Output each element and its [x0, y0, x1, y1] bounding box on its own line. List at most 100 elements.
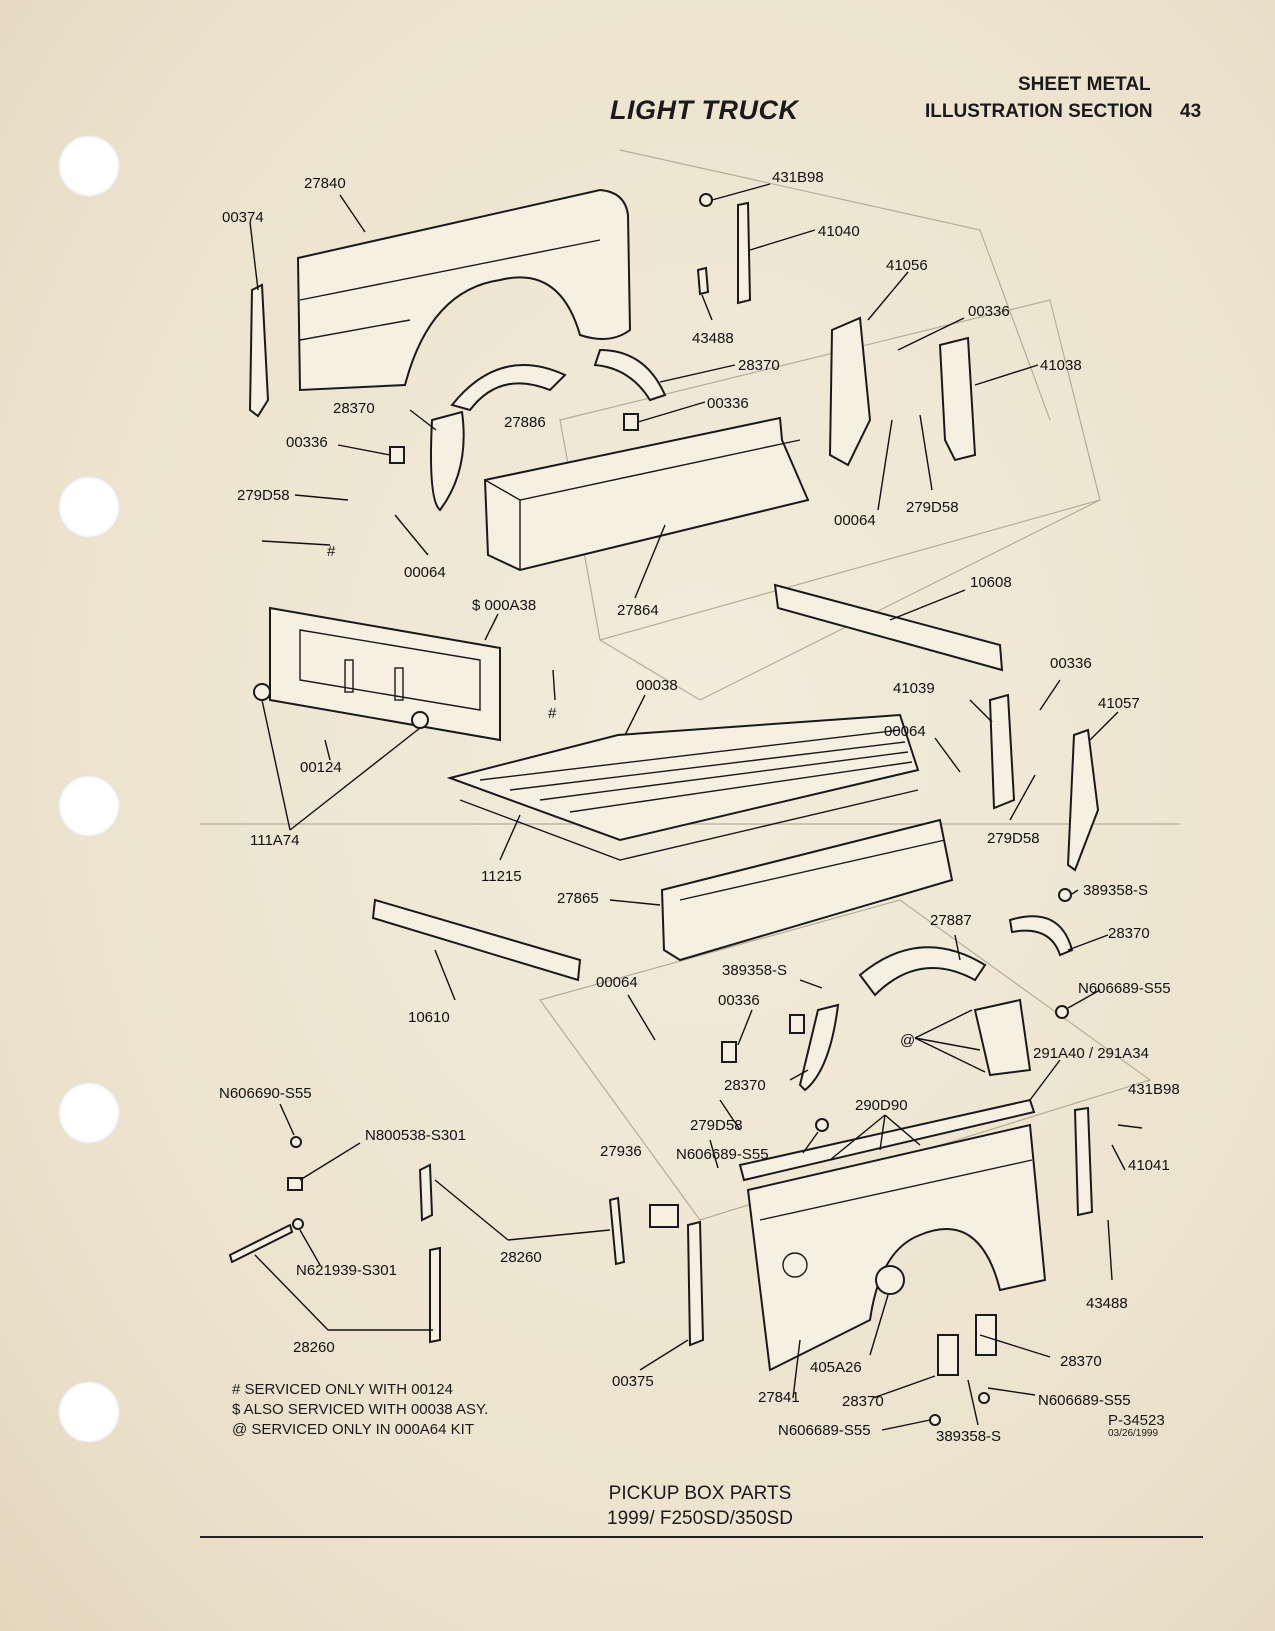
bracket-part — [623, 413, 639, 431]
callout-label: 41039 — [893, 680, 935, 697]
callout-label: N800538-S301 — [365, 1127, 466, 1144]
page-title: LIGHT TRUCK — [610, 95, 799, 125]
fastener-part — [1058, 888, 1072, 902]
callout-label: 28370 — [1108, 925, 1150, 942]
callout-label: N606689-S55 — [778, 1422, 871, 1439]
callout-label: 27886 — [504, 414, 546, 431]
callout-label: 41038 — [1040, 357, 1082, 374]
callout-label: 27840 — [304, 175, 346, 192]
callout-label: 290D90 — [855, 1097, 908, 1114]
callout-label: 27841 — [758, 1389, 800, 1406]
callout-label: @ — [900, 1032, 915, 1049]
front-stake-part — [828, 316, 872, 467]
callout-label: N606689-S55 — [1078, 980, 1171, 997]
callout-label: 28370 — [333, 400, 375, 417]
callout-label: N606689-S55 — [676, 1146, 769, 1163]
callout-label: 00336 — [718, 992, 760, 1009]
callout-label: 00038 — [636, 677, 678, 694]
page-number: 43 — [1180, 101, 1202, 122]
side-rail-part — [371, 898, 582, 982]
leader-lines — [249, 183, 1143, 1431]
callout-label: 279D58 — [237, 487, 290, 504]
bracket-part — [696, 266, 710, 296]
front-panel-part — [483, 416, 810, 572]
callout-labels: 27840 00374 431B98 41040 41056 00336 410… — [219, 169, 1180, 1445]
weatherstrip-part — [429, 1246, 441, 1344]
fastener-part — [875, 1265, 905, 1295]
callout-label: 279D58 — [690, 1117, 743, 1134]
callout-label: 27865 — [557, 890, 599, 907]
note-line: # SERVICED ONLY WITH 00124 — [232, 1381, 453, 1398]
callout-label: 00124 — [300, 759, 342, 776]
callout-label: 00064 — [884, 723, 926, 740]
callout-label: 00336 — [1050, 655, 1092, 672]
binder-hole — [58, 1082, 120, 1144]
right-inner-panel-part — [660, 818, 954, 962]
callout-label: 431B98 — [772, 169, 824, 186]
binder-hole — [58, 476, 120, 538]
callout-label: N606690-S55 — [219, 1085, 312, 1102]
callout-label: 389358-S — [1083, 882, 1148, 899]
callout-label: 28370 — [724, 1077, 766, 1094]
illustration-code: P-34523 — [1108, 1412, 1165, 1429]
weatherstrip-part — [228, 1223, 294, 1264]
callout-label: 43488 — [1086, 1295, 1128, 1312]
callout-label: 41040 — [818, 223, 860, 240]
callout-label: 00064 — [834, 512, 876, 529]
right-wheelhouse-part — [858, 946, 987, 997]
callout-label: 405A26 — [810, 1359, 862, 1376]
splash-shield-part — [430, 410, 465, 512]
right-side-panel-part — [746, 1123, 1047, 1372]
inner-wheelhouse-part — [450, 364, 567, 412]
binder-hole — [58, 1381, 120, 1443]
section-title: SHEET METAL — [1018, 74, 1151, 95]
callout-label: N621939-S301 — [296, 1262, 397, 1279]
bracket-part — [721, 1041, 737, 1063]
stake-pocket-part — [737, 201, 752, 305]
bracket-part — [789, 1014, 805, 1034]
fastener-part — [699, 193, 713, 207]
callout-label: 00336 — [707, 395, 749, 412]
callout-label: 28260 — [293, 1339, 335, 1356]
splash-shield-part — [798, 1003, 840, 1092]
callout-label: 43488 — [692, 330, 734, 347]
stake-pocket-part — [988, 693, 1016, 810]
callout-label: 41056 — [886, 257, 928, 274]
callout-label: # — [548, 705, 557, 722]
fastener-part — [290, 1136, 302, 1148]
callout-label: 28370 — [738, 357, 780, 374]
callout-label: 279D58 — [906, 499, 959, 516]
fastener-part — [287, 1177, 303, 1191]
fastener-part — [929, 1414, 941, 1426]
hinge-bracket-part — [973, 998, 1032, 1077]
callout-label: 111A74 — [250, 832, 300, 849]
corner-brace-part — [248, 283, 270, 418]
diagram-model: 1999/ F250SD/350SD — [607, 1508, 793, 1529]
corner-brace-part — [686, 1220, 705, 1347]
service-notes: # SERVICED ONLY WITH 00124 $ ALSO SERVIC… — [232, 1380, 488, 1440]
callout-label: 41041 — [1128, 1157, 1170, 1174]
weatherstrip-part — [608, 1196, 626, 1266]
callout-label: 00064 — [404, 564, 446, 581]
callout-label: 00064 — [596, 974, 638, 991]
callout-label: 389358-S — [936, 1428, 1001, 1445]
tailgate-part — [253, 606, 501, 742]
hinge-bracket-part — [937, 1334, 959, 1376]
splash-shield-part — [593, 348, 667, 402]
callout-label: 431B98 — [1128, 1081, 1180, 1098]
binder-hole — [58, 775, 120, 837]
left-side-panel-part — [296, 188, 632, 392]
fastener-part — [1055, 1005, 1069, 1019]
stake-pocket-part — [1073, 1106, 1094, 1217]
diagram-caption: PICKUP BOX PARTS — [608, 1483, 792, 1504]
callout-label: 28260 — [500, 1249, 542, 1266]
note-line: @ SERVICED ONLY IN 000A64 KIT — [232, 1421, 474, 1438]
callout-label: # — [327, 543, 336, 560]
callout-label: 27887 — [930, 912, 972, 929]
rear-stake-part — [938, 336, 977, 462]
callout-label: 00375 — [612, 1373, 654, 1390]
callout-label: 00374 — [222, 209, 264, 226]
callout-label: 27864 — [617, 602, 659, 619]
callout-label: 10608 — [970, 574, 1012, 591]
